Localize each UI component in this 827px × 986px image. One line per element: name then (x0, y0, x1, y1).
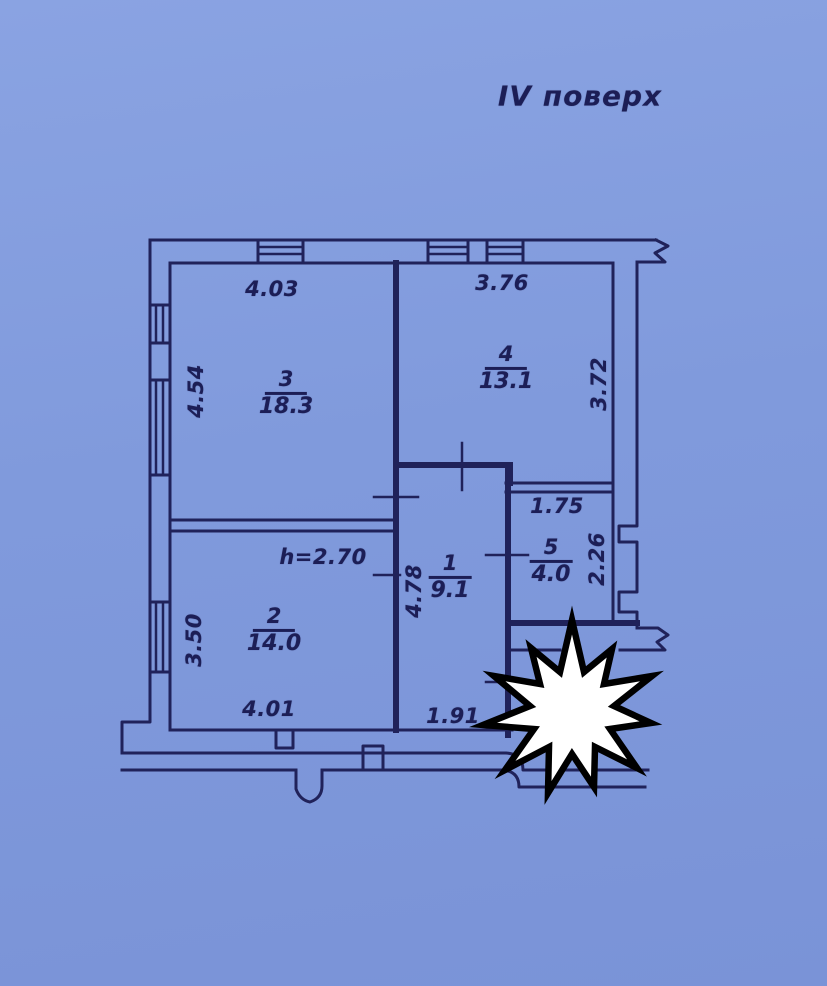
dim-room5-height: 2.26 (585, 532, 609, 586)
room-1-label: 1 9.1 (428, 552, 472, 603)
room-3-label: 3 18.3 (259, 368, 313, 418)
window-icons (148, 238, 525, 674)
bottom-notch-left (274, 728, 295, 750)
dim-room1-height: 4.78 (402, 564, 426, 618)
dim-room4-height: 3.72 (587, 357, 611, 411)
room-2-label: 2 14.0 (247, 605, 301, 655)
dim-room2-width: 4.01 (242, 697, 296, 721)
dim-room3-width: 4.03 (245, 277, 299, 301)
starburst-redaction-mask (468, 605, 664, 805)
dim-room5-width: 1.75 (530, 494, 584, 518)
bottom-protrusion (294, 768, 324, 804)
dim-room4-width: 3.76 (475, 271, 529, 295)
room-3-number: 3 (264, 368, 308, 395)
ceiling-height-label: h=2.70 (279, 545, 367, 569)
room-4-label: 4 13.1 (479, 343, 533, 393)
room-5-area: 4.0 (531, 561, 571, 587)
room-1-number: 1 (428, 552, 472, 579)
room-3-area: 18.3 (258, 393, 314, 419)
room-1-area: 9.1 (430, 577, 470, 603)
floor-title: IV поверх (497, 79, 663, 113)
room-2-number: 2 (252, 605, 296, 632)
dim-room2-height: 3.50 (182, 613, 206, 667)
room-2-area: 14.0 (246, 630, 302, 656)
room-5-number: 5 (529, 536, 573, 563)
bottom-notch-right (361, 744, 385, 772)
dim-room1-width: 1.91 (426, 704, 480, 728)
room-4-number: 4 (484, 343, 528, 370)
room-5-label: 5 4.0 (529, 536, 573, 587)
wall-break-mark-right-stub (618, 626, 670, 652)
wall-break-mark-top-right (635, 237, 670, 264)
room-4-area: 13.1 (478, 368, 534, 394)
dim-room3-height: 4.54 (184, 364, 208, 418)
